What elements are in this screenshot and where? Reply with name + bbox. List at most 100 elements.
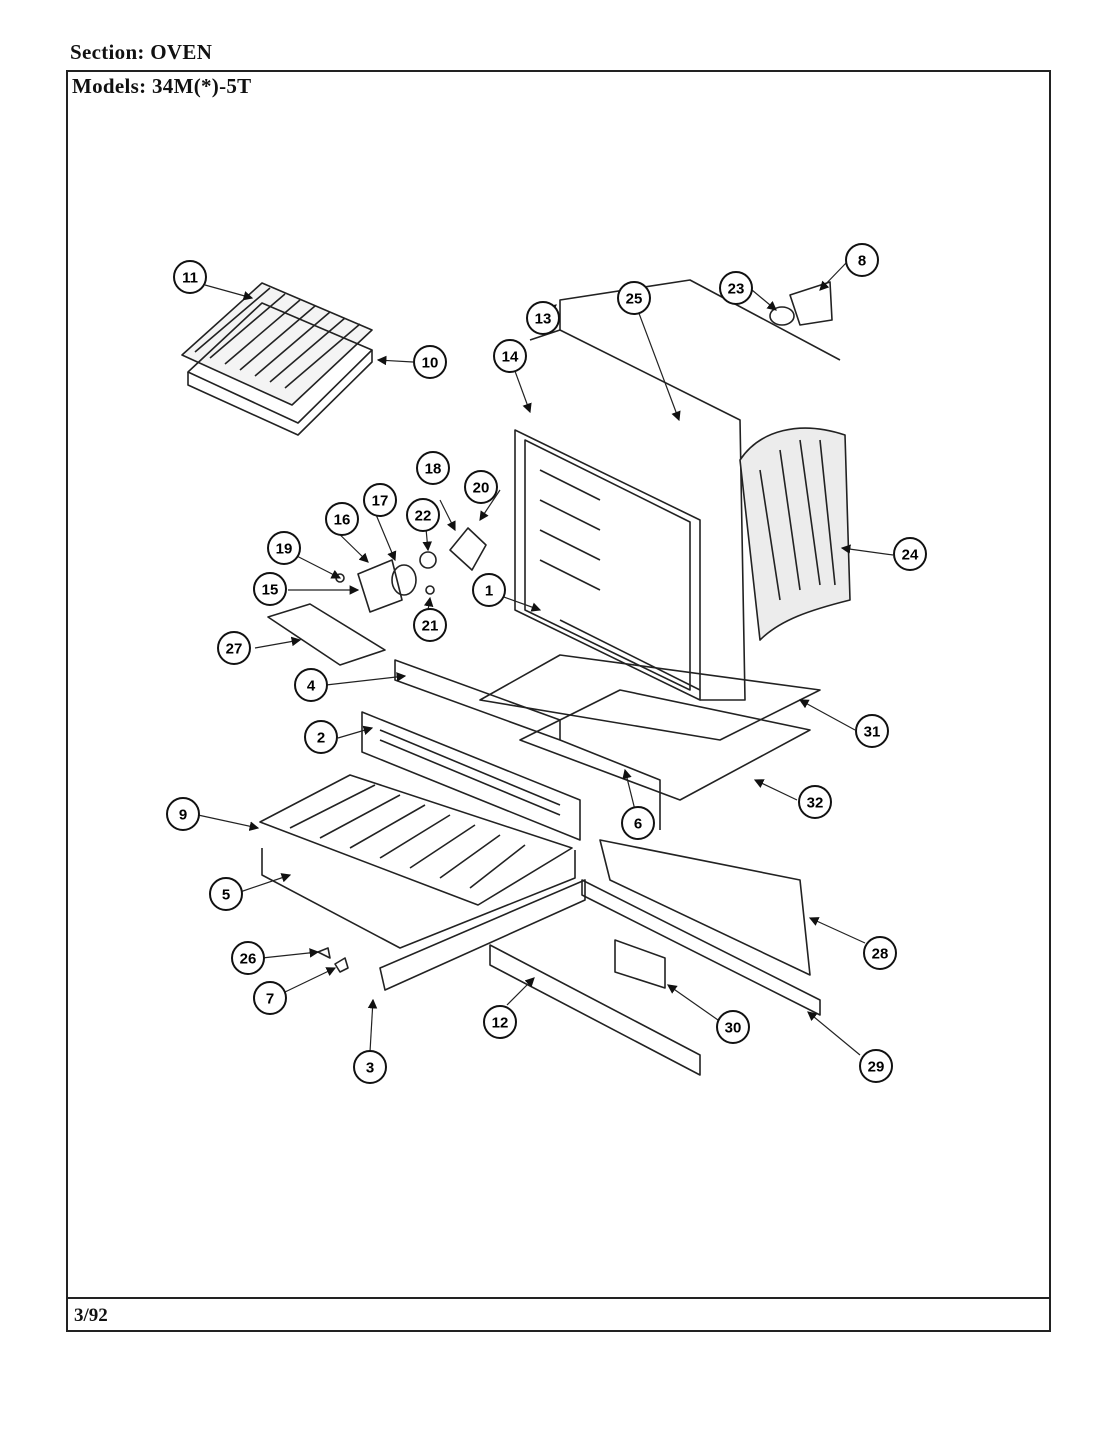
callout-number: 2 <box>317 730 325 747</box>
callout-24: 24 <box>893 537 927 571</box>
callout-circle <box>798 785 832 819</box>
callout-number: 1 <box>485 583 493 600</box>
callout-23: 23 <box>719 271 753 305</box>
callout-number: 20 <box>473 480 490 497</box>
callout-circle <box>464 470 498 504</box>
callout-number: 10 <box>422 355 439 372</box>
callout-number: 24 <box>902 547 919 564</box>
callout-circle <box>472 573 506 607</box>
callout-number: 31 <box>864 724 881 741</box>
callout-13: 13 <box>526 301 560 335</box>
callout-number: 14 <box>502 349 519 366</box>
insulation-blanket-part <box>739 427 851 641</box>
callout-number: 21 <box>422 618 439 635</box>
callout-15: 15 <box>253 572 287 606</box>
callout-circle <box>173 260 207 294</box>
section-label: Section: <box>70 40 145 64</box>
callout-number: 9 <box>179 807 187 824</box>
callout-20: 20 <box>464 470 498 504</box>
callout-circle <box>716 1010 750 1044</box>
footer-date: 3/92 <box>74 1305 108 1326</box>
callout-circle <box>526 301 560 335</box>
callout-circle <box>845 243 879 277</box>
burner-orifice-parts <box>267 527 487 973</box>
callout-16: 16 <box>325 502 359 536</box>
callout-circle <box>231 941 265 975</box>
callout-number: 22 <box>415 508 432 525</box>
section-heading: Section: OVEN <box>70 40 212 65</box>
broiler-pan-part <box>181 282 373 436</box>
callout-number: 5 <box>222 887 230 904</box>
callout-number: 3 <box>366 1060 374 1077</box>
callout-14: 14 <box>493 339 527 373</box>
callout-9: 9 <box>166 797 200 831</box>
callout-21: 21 <box>413 608 447 642</box>
callout-circle <box>416 451 450 485</box>
callout-number: 11 <box>182 270 198 287</box>
callout-circle <box>325 502 359 536</box>
callout-circle <box>483 1005 517 1039</box>
callout-number: 32 <box>807 795 824 812</box>
callout-number: 17 <box>372 493 389 510</box>
callout-circle <box>406 498 440 532</box>
callout-circle <box>217 631 251 665</box>
callout-number: 6 <box>634 816 642 833</box>
callout-11: 11 <box>173 260 207 294</box>
callout-2: 2 <box>304 720 338 754</box>
callout-7: 7 <box>253 981 287 1015</box>
callout-3: 3 <box>353 1050 387 1084</box>
callout-circle <box>209 877 243 911</box>
callout-circle <box>855 714 889 748</box>
callout-number: 13 <box>535 311 552 328</box>
callout-number: 8 <box>858 253 866 270</box>
callout-number: 4 <box>307 678 316 695</box>
callout-circle <box>859 1049 893 1083</box>
callout-number: 7 <box>266 991 274 1008</box>
callout-number: 25 <box>626 291 643 308</box>
broiler-drawer-part <box>261 848 586 991</box>
footer-divider <box>67 1297 1050 1299</box>
callout-circle <box>863 936 897 970</box>
callout-4: 4 <box>294 668 328 702</box>
models-heading: Models: 34M(*)-5T <box>72 74 252 99</box>
callout-number: 18 <box>425 461 442 478</box>
callout-circle <box>294 668 328 702</box>
callout-number: 26 <box>240 951 257 968</box>
callout-circle <box>413 608 447 642</box>
bottom-plates-part <box>479 654 821 830</box>
callout-number: 23 <box>728 281 745 298</box>
callout-circle <box>621 806 655 840</box>
section-value: OVEN <box>150 40 213 64</box>
callout-number: 15 <box>262 582 279 599</box>
callout-number: 29 <box>868 1059 885 1076</box>
callout-6: 6 <box>621 806 655 840</box>
callout-10: 10 <box>413 345 447 379</box>
callout-circle <box>617 281 651 315</box>
callout-circle <box>493 339 527 373</box>
callout-5: 5 <box>209 877 243 911</box>
callout-8: 8 <box>845 243 879 277</box>
callout-circle <box>353 1050 387 1084</box>
callout-circle <box>304 720 338 754</box>
callout-32: 32 <box>798 785 832 819</box>
callout-circle <box>893 537 927 571</box>
callout-12: 12 <box>483 1005 517 1039</box>
callout-26: 26 <box>231 941 265 975</box>
callout-circle <box>413 345 447 379</box>
diagram-frame <box>66 70 1051 1332</box>
callout-circle <box>253 981 287 1015</box>
callout-group: 1234567891011121314151617181920212223242… <box>166 243 927 1084</box>
callout-30: 30 <box>716 1010 750 1044</box>
oven-rack-part <box>259 774 573 906</box>
callout-18: 18 <box>416 451 450 485</box>
callout-1: 1 <box>472 573 506 607</box>
callout-circle <box>363 483 397 517</box>
callout-22: 22 <box>406 498 440 532</box>
callout-number: 30 <box>725 1020 742 1037</box>
callout-27: 27 <box>217 631 251 665</box>
rail-and-panel-part <box>489 839 821 1076</box>
callout-17: 17 <box>363 483 397 517</box>
callout-29: 29 <box>859 1049 893 1083</box>
callout-number: 19 <box>276 541 293 558</box>
